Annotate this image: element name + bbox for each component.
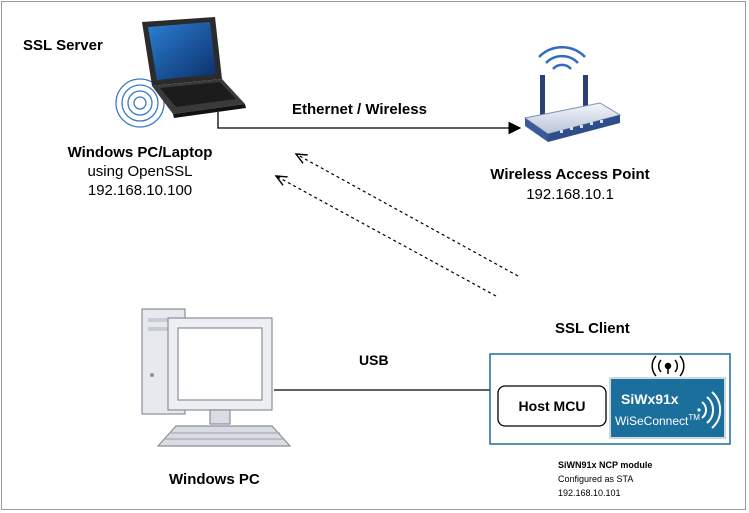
wireless-antenna-icon	[651, 355, 685, 377]
ethernet-link	[217, 112, 522, 135]
usb-label: USB	[359, 352, 389, 368]
host-mcu-box	[497, 385, 607, 427]
router-icon	[523, 46, 622, 142]
siwx91x-chip	[609, 377, 726, 439]
ethernet-wireless-label: Ethernet / Wireless	[292, 101, 427, 118]
desktop-pc-icon	[141, 308, 292, 447]
chip-wifi-icon	[697, 391, 722, 429]
server-ip-label: 192.168.10.100	[87, 182, 193, 199]
server-device-label: Windows PC/Laptop	[67, 144, 213, 161]
access-point-ip: 192.168.10.1	[526, 186, 614, 203]
chip-brand-label: WiSeConnectTM	[615, 413, 700, 428]
ssl-connection-arrow-1	[296, 154, 519, 277]
laptop-icon	[115, 17, 246, 128]
chip-name-label: SiWx91x	[621, 391, 679, 407]
access-point-name: Wireless Access Point	[490, 166, 650, 183]
module-ip-label: 192.168.10.101	[558, 488, 621, 498]
server-software-label: using OpenSSL	[87, 163, 193, 180]
module-mode-label: Configured as STA	[558, 474, 634, 484]
ssl-client-title: SSL Client	[555, 320, 630, 337]
chip-tm-mark: TM	[688, 413, 700, 422]
module-name-label: SiWN91x NCP module	[558, 460, 653, 470]
ssl-server-title: SSL Server	[23, 37, 103, 54]
host-mcu-label: Host MCU	[518, 398, 586, 414]
windows-pc-label: Windows PC	[169, 471, 260, 488]
